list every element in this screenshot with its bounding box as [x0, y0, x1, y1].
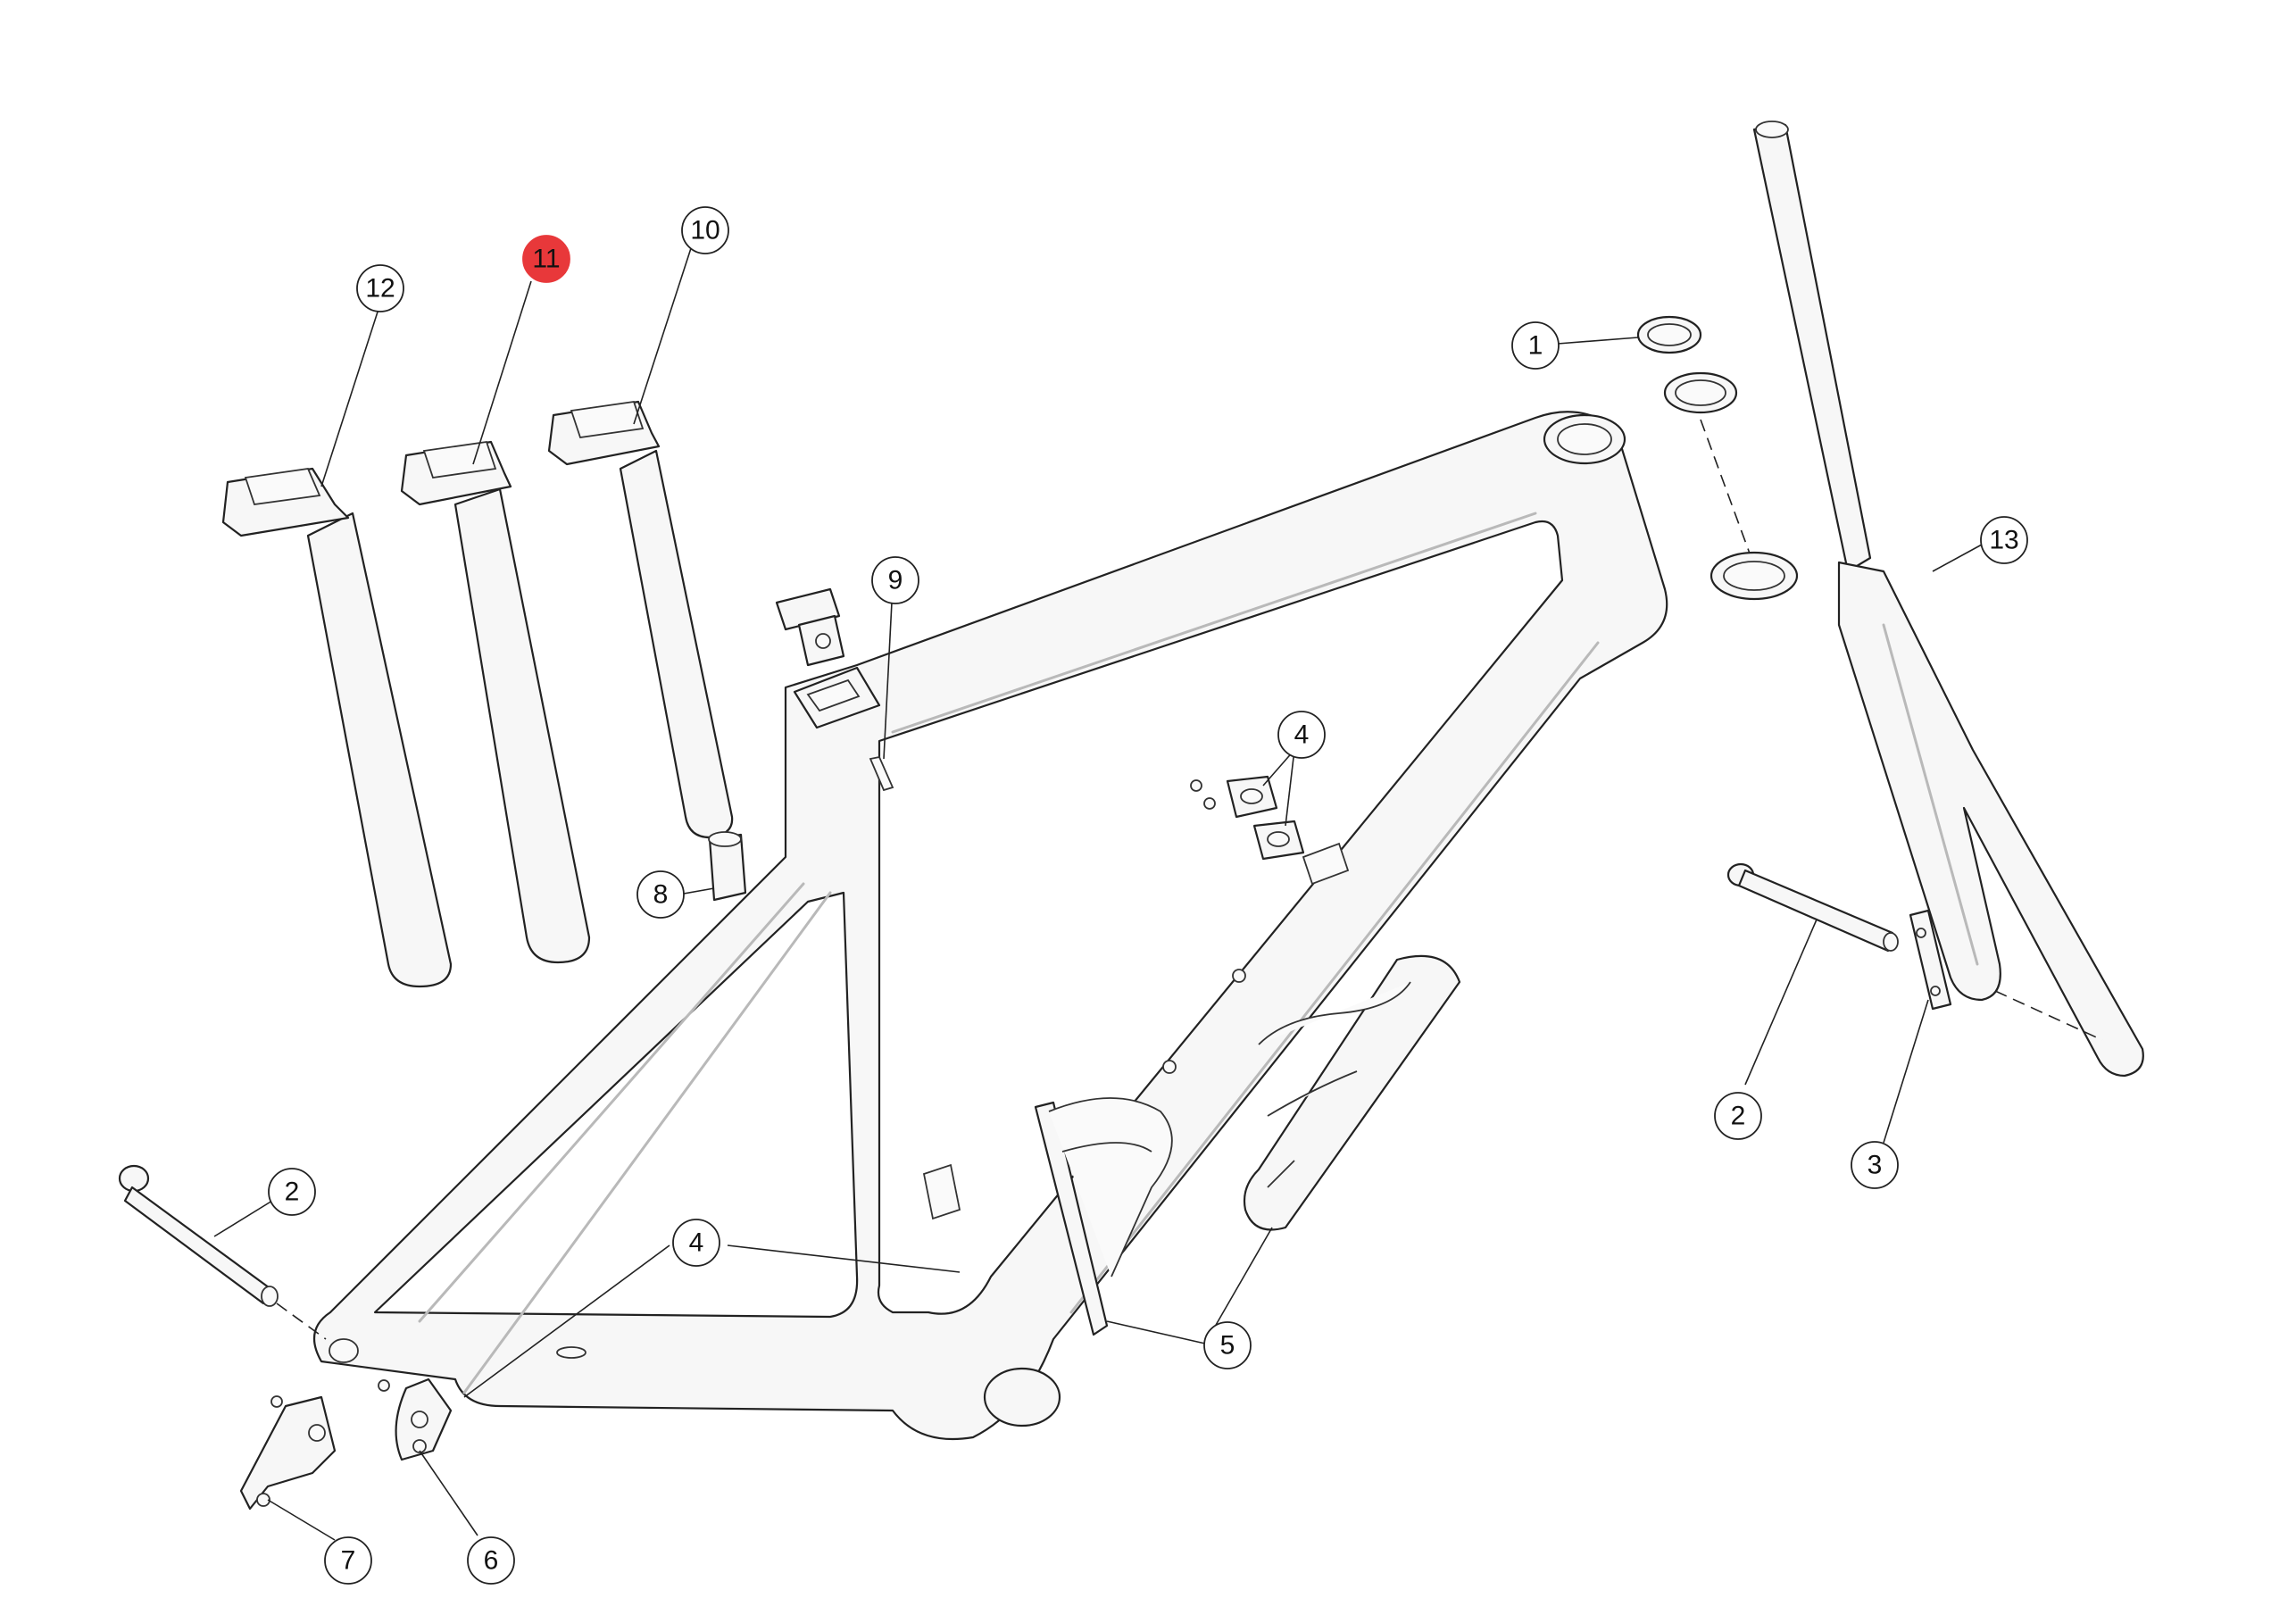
callout-2-front[interactable]: 2	[1714, 1092, 1762, 1140]
callout-13-label: 13	[1989, 526, 2018, 555]
seatstay-shade-2	[462, 891, 832, 1394]
headset-1	[1636, 315, 1799, 601]
callout-3-label: 3	[1868, 1151, 1883, 1180]
callout-2-rear-circle	[268, 1168, 316, 1216]
callout-2-rear-label: 2	[285, 1178, 300, 1207]
seat-tube-slot	[806, 678, 861, 712]
callout-11[interactable]: 11	[522, 235, 570, 283]
callout-13-circle	[1980, 516, 2028, 564]
top-tube-shade	[891, 512, 1537, 734]
seatstay-shade	[418, 882, 805, 1323]
bottle-cage-5b	[1243, 954, 1461, 1231]
callout-12-label: 12	[365, 274, 395, 304]
callout-4-lower-label: 4	[689, 1228, 704, 1258]
expander-8	[708, 831, 747, 902]
chainstay-port	[556, 1346, 586, 1359]
callout-9[interactable]: 9	[871, 556, 919, 604]
frame-rear-cutout	[373, 891, 859, 1319]
callout-4-upper-circle	[1277, 711, 1326, 759]
seatpost-12	[221, 467, 453, 988]
callout-12-circle	[356, 264, 404, 312]
callout-5-circle	[1203, 1321, 1252, 1369]
callout-6-circle	[467, 1536, 515, 1585]
down-tube-shade	[1069, 641, 1600, 1314]
thru-axle-front-2	[1726, 862, 1899, 953]
di2-port	[922, 1163, 961, 1220]
bottom-bracket	[983, 1367, 1061, 1427]
bottle-cage-5a	[1034, 1097, 1173, 1336]
leader-lines	[213, 245, 2103, 1541]
callout-4-lower-circle	[672, 1219, 720, 1267]
callout-4-upper-label: 4	[1294, 720, 1310, 750]
brake-adapter-3	[1909, 909, 1952, 1011]
callout-8-circle	[636, 870, 685, 919]
derailleur-hanger-6	[378, 1377, 453, 1461]
callout-11-label: 11	[532, 245, 560, 274]
derailleur-hanger-7	[239, 1395, 337, 1511]
head-tube-inner	[1557, 423, 1612, 455]
callout-5-label: 5	[1220, 1331, 1235, 1361]
callout-10-circle	[681, 206, 729, 254]
bottle-mount-2	[1162, 1060, 1177, 1074]
cable-guide-4	[1190, 775, 1305, 861]
callout-2-rear[interactable]: 2	[268, 1168, 316, 1216]
callout-2-front-circle	[1714, 1092, 1762, 1140]
callout-6-label: 6	[484, 1546, 499, 1576]
seat-clamp-9	[775, 587, 894, 792]
frame-port	[1302, 842, 1350, 886]
bottle-mount-1	[1232, 969, 1246, 983]
callout-9-circle	[871, 556, 919, 604]
callout-12[interactable]: 12	[356, 264, 404, 312]
callout-6[interactable]: 6	[467, 1536, 515, 1585]
callout-7-circle	[324, 1536, 372, 1585]
callout-13[interactable]: 13	[1980, 516, 2028, 564]
callout-1-circle	[1511, 321, 1560, 370]
callout-5[interactable]: 5	[1203, 1321, 1252, 1369]
callout-4-lower[interactable]: 4	[672, 1219, 720, 1267]
callout-10-label: 10	[690, 216, 720, 246]
bike-frame	[312, 411, 1668, 1441]
callout-7[interactable]: 7	[324, 1536, 372, 1585]
callout-3-circle	[1851, 1141, 1899, 1189]
callout-3[interactable]: 3	[1851, 1141, 1899, 1189]
callout-1[interactable]: 1	[1511, 321, 1560, 370]
callout-10[interactable]: 10	[681, 206, 729, 254]
thru-axle-rear-2	[118, 1164, 279, 1307]
callout-11-circle-highlighted	[522, 235, 570, 283]
callout-7-label: 7	[341, 1546, 356, 1576]
callout-9-label: 9	[888, 566, 903, 595]
callout-8[interactable]: 8	[636, 870, 685, 919]
callout-8-label: 8	[653, 880, 669, 910]
callout-1-label: 1	[1528, 331, 1543, 361]
callout-4-upper[interactable]: 4	[1277, 711, 1326, 759]
rear-dropout-hole	[329, 1338, 359, 1363]
seatpost-10	[547, 400, 734, 839]
callout-2-front-label: 2	[1731, 1102, 1746, 1131]
fork-13	[1752, 121, 2144, 1078]
